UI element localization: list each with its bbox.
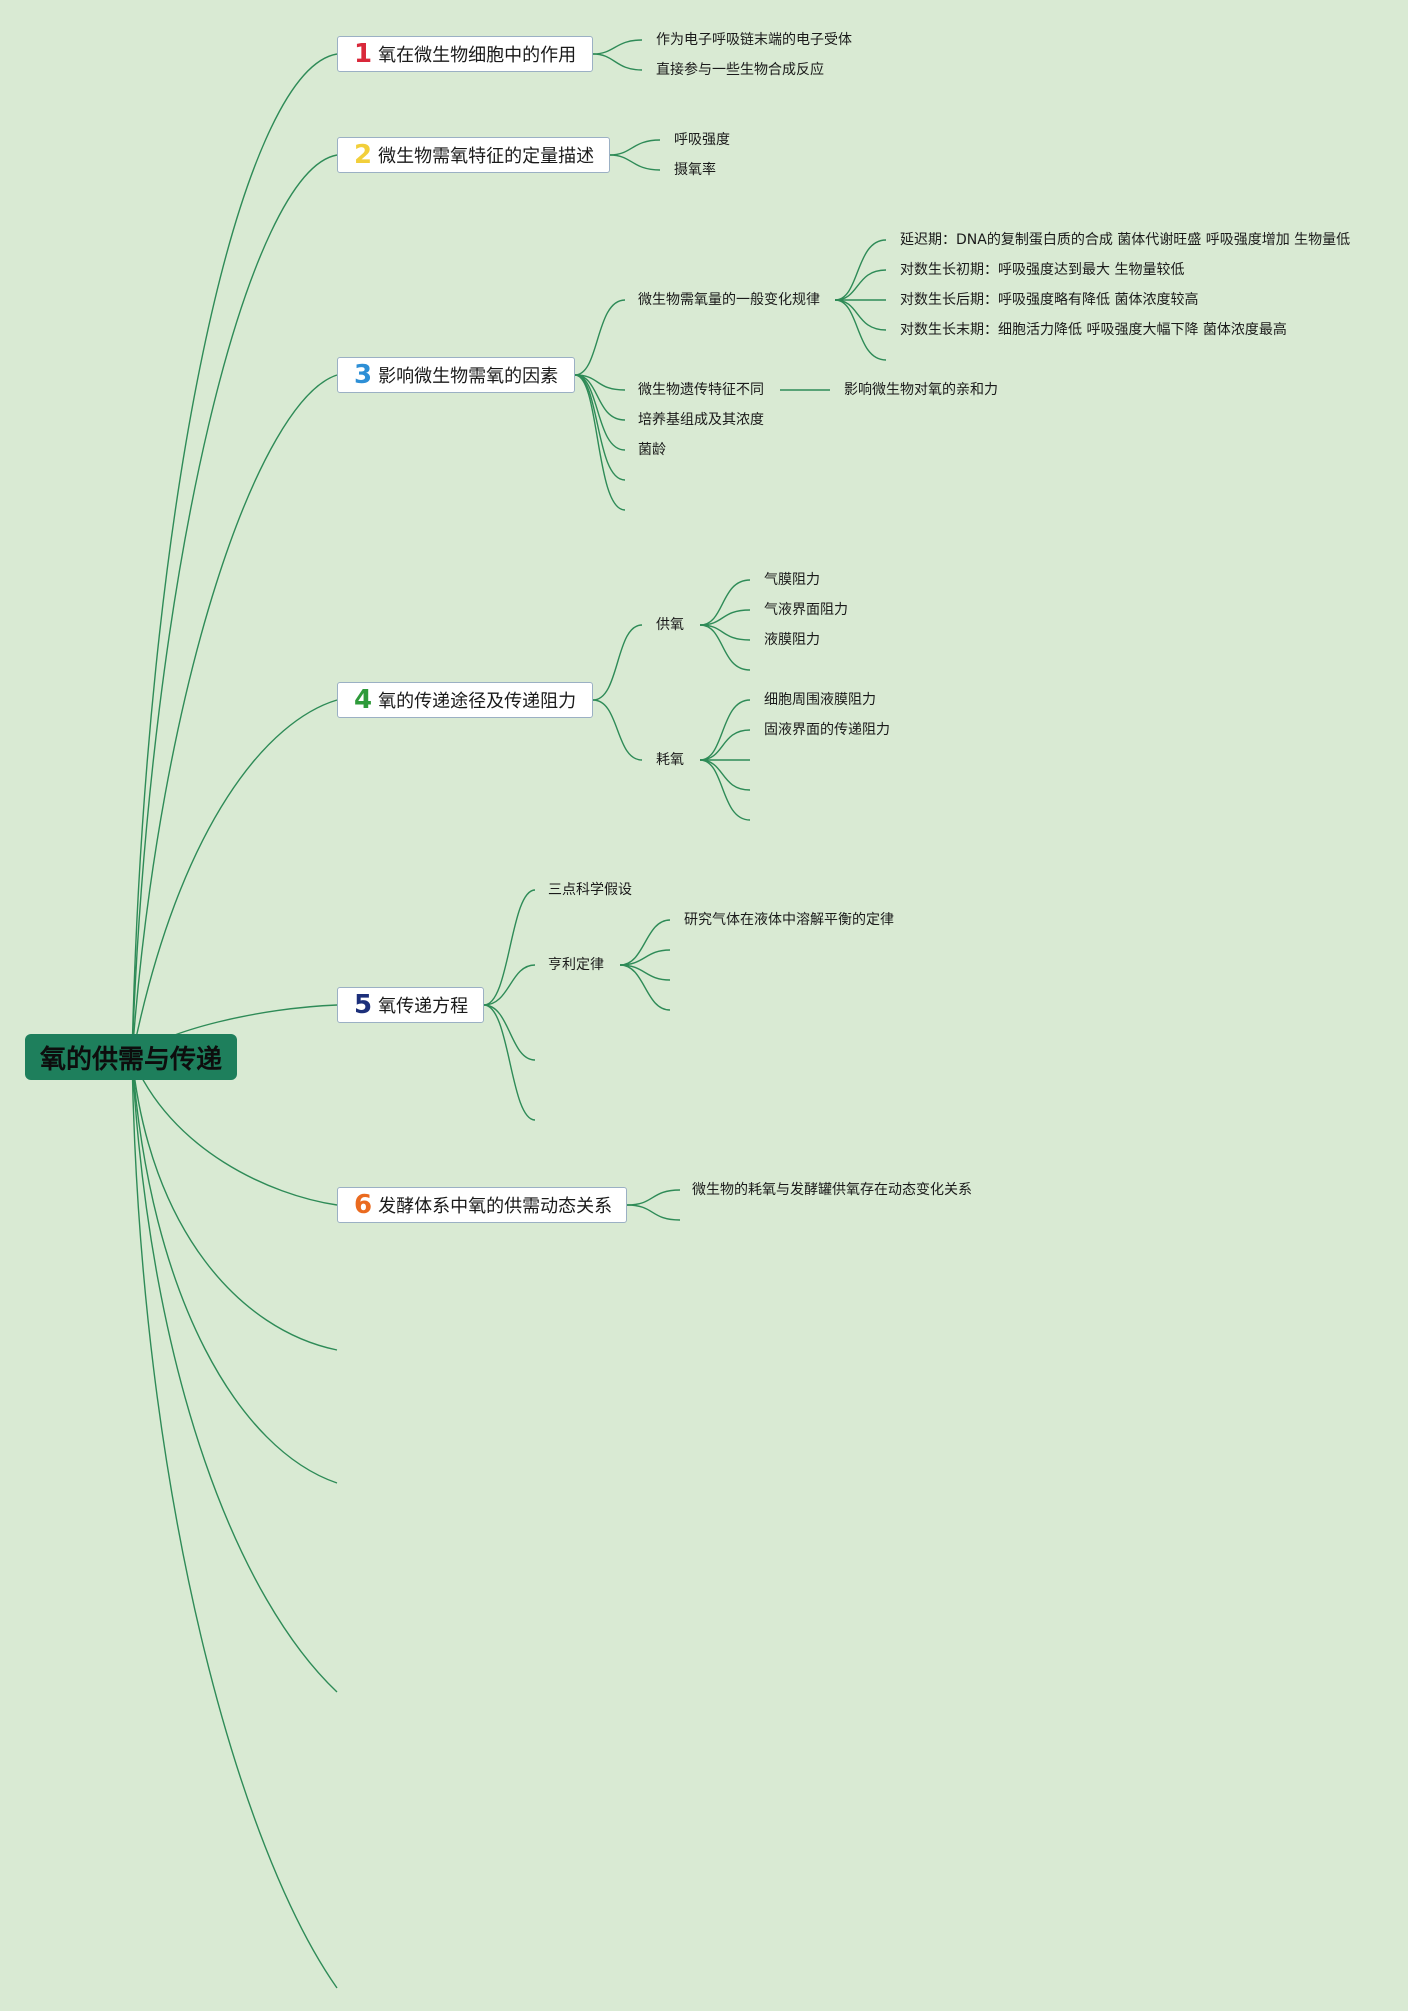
topic-3-child-1-item-4[interactable]: 对数生长末期：细胞活力降低 呼吸强度大幅下降 菌体浓度最高 — [900, 322, 1287, 338]
topic-3-label: 影响微生物需氧的因素 — [378, 366, 559, 387]
topic-5-child-1[interactable]: 三点科学假设 — [548, 882, 632, 898]
topic-1-label: 氧在微生物细胞中的作用 — [378, 45, 577, 66]
topic-4-child-1-item-1[interactable]: 气膜阻力 — [764, 572, 820, 588]
topic-2-node[interactable]: 2 微生物需氧特征的定量描述 — [337, 137, 610, 173]
topic-3-child-1[interactable]: 微生物需氧量的一般变化规律 — [638, 292, 820, 308]
topic-3-child-4[interactable]: 菌龄 — [638, 442, 666, 458]
topic-2-label: 微生物需氧特征的定量描述 — [378, 146, 595, 167]
topic-3-child-2[interactable]: 微生物遗传特征不同 — [638, 382, 764, 398]
topic-3-child-1-item-2[interactable]: 对数生长初期：呼吸强度达到最大 生物量较低 — [900, 262, 1185, 278]
topic-3-number: 3 — [354, 360, 373, 390]
topic-6-node[interactable]: 6 发酵体系中氧的供需动态关系 — [337, 1187, 627, 1223]
topic-4-number: 4 — [354, 685, 373, 715]
topic-1-child-2[interactable]: 直接参与一些生物合成反应 — [656, 62, 824, 78]
topic-1-child-1[interactable]: 作为电子呼吸链末端的电子受体 — [656, 32, 852, 48]
topic-3-child-1-item-3[interactable]: 对数生长后期：呼吸强度略有降低 菌体浓度较高 — [900, 292, 1199, 308]
topic-3-child-3[interactable]: 培养基组成及其浓度 — [638, 412, 764, 428]
topic-4-child-1-item-2[interactable]: 气液界面阻力 — [764, 602, 848, 618]
topic-4-child-2-item-1[interactable]: 细胞周围液膜阻力 — [764, 692, 876, 708]
topic-3-node[interactable]: 3 影响微生物需氧的因素 — [337, 357, 575, 393]
topic-6-child-1[interactable]: 微生物的耗氧与发酵罐供氧存在动态变化关系 — [692, 1182, 972, 1198]
topic-1-node[interactable]: 1 氧在微生物细胞中的作用 — [337, 36, 593, 72]
topic-4-node[interactable]: 4 氧的传递途径及传递阻力 — [337, 682, 593, 718]
topic-3-child-2-item-1[interactable]: 影响微生物对氧的亲和力 — [844, 382, 998, 398]
topic-2-child-2[interactable]: 摄氧率 — [674, 162, 716, 178]
topic-5-label: 氧传递方程 — [378, 996, 469, 1017]
topic-3-child-1-item-1[interactable]: 延迟期：DNA的复制蛋白质的合成 菌体代谢旺盛 呼吸强度增加 生物量低 — [900, 232, 1351, 248]
topic-6-number: 6 — [354, 1190, 373, 1220]
topic-5-child-2[interactable]: 亨利定律 — [548, 957, 604, 973]
topic-5-node[interactable]: 5 氧传递方程 — [337, 987, 484, 1023]
topic-2-child-1[interactable]: 呼吸强度 — [674, 132, 730, 148]
topic-5-child-2-item-1[interactable]: 研究气体在液体中溶解平衡的定律 — [684, 912, 894, 928]
topic-5-number: 5 — [354, 990, 373, 1020]
topic-6-label: 发酵体系中氧的供需动态关系 — [378, 1196, 613, 1217]
topic-4-child-2-item-2[interactable]: 固液界面的传递阻力 — [764, 722, 890, 738]
root-title: 氧的供需与传递 — [39, 1044, 222, 1075]
topic-4-child-2[interactable]: 耗氧 — [656, 752, 684, 768]
topic-4-child-1[interactable]: 供氧 — [656, 617, 684, 633]
topic-4-label: 氧的传递途径及传递阻力 — [378, 691, 577, 712]
root-node[interactable]: 氧的供需与传递 — [25, 1034, 237, 1080]
topic-1-number: 1 — [354, 39, 373, 69]
topic-4-child-1-item-3[interactable]: 液膜阻力 — [764, 632, 820, 648]
topic-2-number: 2 — [354, 140, 373, 170]
